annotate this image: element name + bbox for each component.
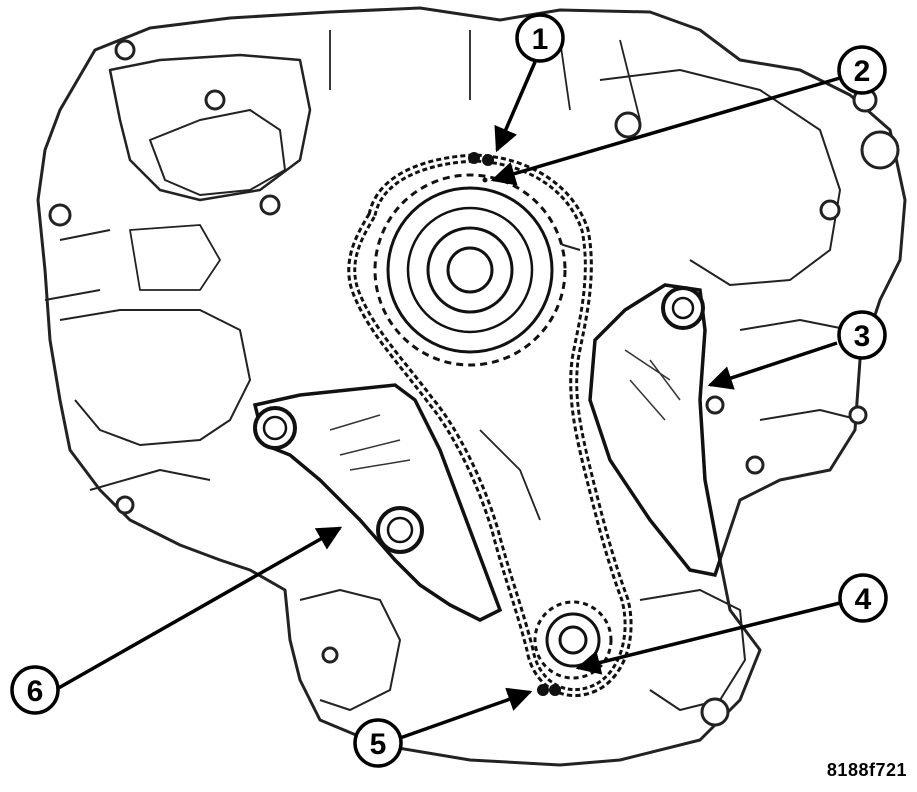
upper-sprocket bbox=[373, 173, 567, 367]
callout-2: 2 bbox=[837, 45, 887, 95]
block-bolt-holes bbox=[48, 39, 900, 727]
figure-reference-code: 8188f721 bbox=[826, 760, 907, 780]
callout-2-number: 2 bbox=[854, 55, 871, 88]
engine-block bbox=[36, 6, 907, 767]
lower-sprocket bbox=[533, 600, 613, 680]
chain-tensioner-arm bbox=[588, 283, 722, 578]
callout-4: 4 bbox=[838, 573, 888, 623]
leader-6 bbox=[54, 526, 343, 692]
callout-5: 5 bbox=[353, 718, 403, 768]
callout-4-number: 4 bbox=[855, 583, 872, 616]
callout-leaders bbox=[54, 61, 841, 740]
leader-5 bbox=[399, 687, 533, 740]
timing-chain bbox=[347, 153, 633, 698]
leader-4 bbox=[575, 601, 841, 675]
callout-3: 3 bbox=[837, 310, 887, 360]
timing-mark-links bbox=[468, 152, 561, 696]
callout-5-number: 5 bbox=[370, 728, 387, 761]
callout-1: 1 bbox=[515, 13, 565, 63]
callout-1-number: 1 bbox=[532, 23, 549, 56]
chain-guide bbox=[252, 383, 503, 622]
callout-6: 6 bbox=[10, 665, 60, 715]
callout-3-number: 3 bbox=[854, 320, 871, 353]
leader-3 bbox=[707, 341, 838, 390]
callout-6-number: 6 bbox=[27, 675, 44, 708]
leader-1 bbox=[494, 61, 537, 153]
leader-2 bbox=[490, 76, 841, 186]
